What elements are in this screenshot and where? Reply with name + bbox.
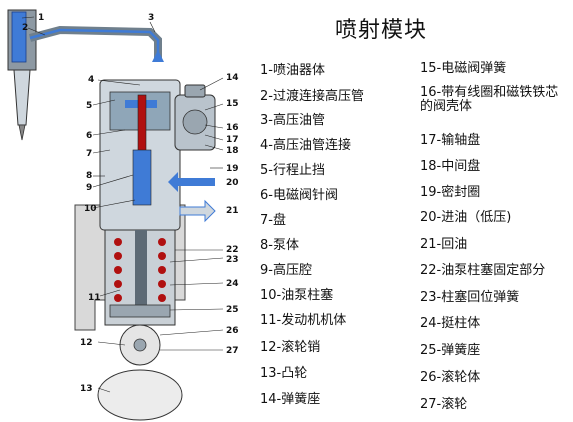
callout-8: 8 bbox=[86, 171, 92, 181]
legend-item-24: 24-挺柱体 bbox=[420, 316, 481, 331]
pipe-core bbox=[29, 28, 160, 60]
legend-item-7: 7-盘 bbox=[260, 213, 286, 228]
page-title: 喷射模块 bbox=[335, 18, 428, 43]
legend-left: 1-喷油器体 2-过渡连接高压管 3-高压油管 4-高压油管连接 5-行程止挡 … bbox=[260, 0, 420, 422]
legend-item-22: 22-油泵柱塞固定部分 bbox=[420, 263, 546, 278]
callout-16: 16 bbox=[226, 123, 239, 133]
callout-12: 12 bbox=[80, 338, 93, 348]
legend-item-26: 26-滚轮体 bbox=[420, 370, 481, 385]
legend-item-16: 16-带有线圈和磁铁铁芯的阀壳体 bbox=[420, 85, 559, 114]
flow-arrow-up bbox=[152, 50, 164, 62]
callout-13: 13 bbox=[80, 384, 93, 394]
legend-item-3: 3-高压油管 bbox=[260, 113, 325, 128]
callout-21: 21 bbox=[226, 206, 239, 216]
legend-item-11: 11-发动机机体 bbox=[260, 313, 347, 328]
callout-7: 7 bbox=[86, 149, 92, 159]
callout-18: 18 bbox=[226, 146, 239, 156]
callout-22: 22 bbox=[226, 245, 239, 255]
legend-item-25: 25-弹簧座 bbox=[420, 343, 481, 358]
pump-body bbox=[99, 79, 181, 231]
legend-item-8: 8-泵体 bbox=[260, 238, 299, 253]
legend-item-19: 19-密封圈 bbox=[420, 185, 481, 200]
legend-item-4: 4-高压油管连接 bbox=[260, 138, 351, 153]
legend-item-27: 27-滚轮 bbox=[420, 397, 468, 412]
legend-item-2: 2-过渡连接高压管 bbox=[260, 89, 364, 104]
legend-item-12: 12-滚轮销 bbox=[260, 340, 321, 355]
callout-27: 27 bbox=[226, 346, 239, 356]
tappet-assembly bbox=[104, 229, 176, 366]
legend-item-20: 20-进油（低压) bbox=[420, 210, 512, 225]
callout-10: 10 bbox=[84, 204, 97, 214]
legend-item-13: 13-凸轮 bbox=[260, 366, 308, 381]
legend-item-18: 18-中间盘 bbox=[420, 159, 481, 174]
callout-20: 20 bbox=[226, 178, 239, 188]
callout-19: 19 bbox=[226, 164, 239, 174]
solenoid-valve bbox=[174, 84, 216, 151]
callout-25: 25 bbox=[226, 305, 239, 315]
fuel-return-arrow bbox=[179, 199, 216, 223]
legend-item-5: 5-行程止挡 bbox=[260, 163, 325, 178]
legend-item-21: 21-回油 bbox=[420, 237, 468, 252]
callout-23: 23 bbox=[226, 255, 239, 265]
legend-item-14: 14-弹簧座 bbox=[260, 392, 321, 407]
callout-5: 5 bbox=[86, 101, 92, 111]
legend-item-9: 9-高压腔 bbox=[260, 263, 312, 278]
callout-4: 4 bbox=[88, 75, 94, 85]
injection-module-diagram: 1 2 3 4 5 6 7 8 9 10 11 12 13 14 15 16 1… bbox=[7, 9, 239, 421]
leader-lines bbox=[21, 16, 224, 393]
callout-17: 17 bbox=[226, 135, 239, 145]
injector bbox=[7, 9, 37, 141]
callout-24: 24 bbox=[226, 279, 239, 289]
callout-15: 15 bbox=[226, 99, 239, 109]
callout-2: 2 bbox=[22, 23, 28, 33]
callout-14: 14 bbox=[226, 73, 239, 83]
legend-item-23: 23-柱塞回位弹簧 bbox=[420, 290, 520, 305]
callout-26: 26 bbox=[226, 326, 239, 336]
legend-item-10: 10-油泵柱塞 bbox=[260, 288, 334, 303]
callout-1: 1 bbox=[38, 13, 44, 23]
legend-right: 15-电磁阀弹簧 16-带有线圈和磁铁铁芯的阀壳体 17-输轴盘 18-中间盘 … bbox=[420, 0, 573, 422]
high-pressure-pipe bbox=[28, 25, 162, 60]
legend-item-17: 17-输轴盘 bbox=[420, 133, 481, 148]
callout-3: 3 bbox=[148, 13, 154, 23]
legend-item-15: 15-电磁阀弹簧 bbox=[420, 61, 507, 76]
legend-item-6: 6-电磁阀针阀 bbox=[260, 188, 338, 203]
callout-9: 9 bbox=[86, 183, 92, 193]
cam bbox=[97, 369, 183, 421]
callout-6: 6 bbox=[86, 131, 92, 141]
callout-11: 11 bbox=[88, 293, 101, 303]
legend-item-1: 1-喷油器体 bbox=[260, 63, 325, 78]
fuel-inlet-arrow bbox=[168, 172, 215, 192]
callout-numbers: 1 2 3 4 5 6 7 8 9 10 11 12 13 14 15 16 1… bbox=[22, 13, 239, 394]
